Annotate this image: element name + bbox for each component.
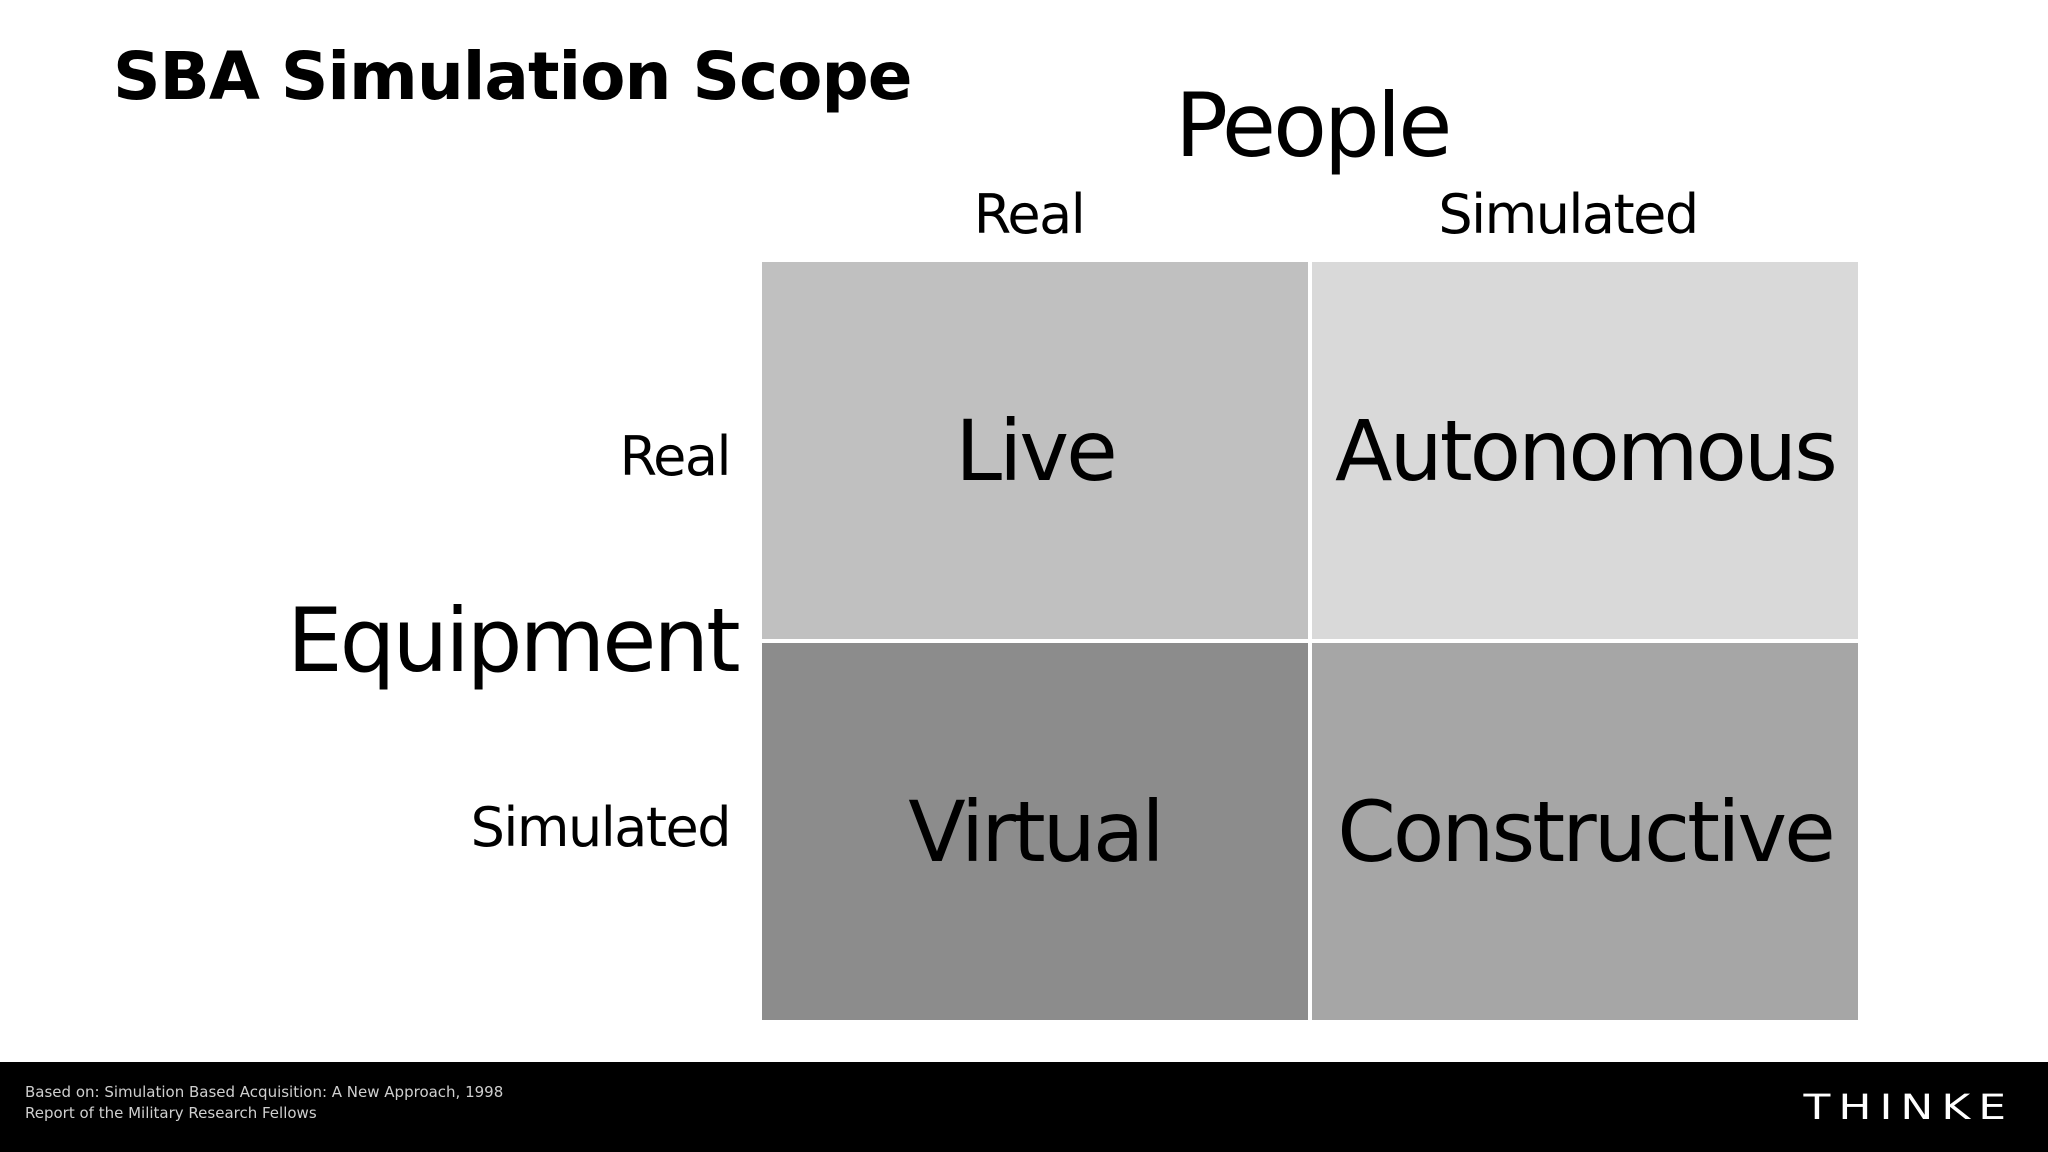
column-label-real: Real xyxy=(973,183,1086,246)
row-label-simulated: Simulated xyxy=(470,796,732,859)
cell-live: Live xyxy=(762,262,1308,639)
simulation-matrix: Live Autonomous Virtual Constructive xyxy=(762,262,1858,1022)
cell-constructive: Constructive xyxy=(1312,643,1858,1020)
cell-autonomous: Autonomous xyxy=(1312,262,1858,639)
source-note: Based on: Simulation Based Acquisition: … xyxy=(25,1082,503,1124)
source-note-line2: Report of the Military Research Fellows xyxy=(25,1104,317,1122)
people-axis-label: People xyxy=(1175,74,1452,177)
column-label-simulated: Simulated xyxy=(1438,183,1699,246)
slide-title: SBA Simulation Scope xyxy=(113,38,912,115)
source-note-line1: Based on: Simulation Based Acquisition: … xyxy=(25,1083,504,1101)
footer-bar: Based on: Simulation Based Acquisition: … xyxy=(0,1062,2048,1152)
equipment-axis-label: Equipment xyxy=(287,589,741,692)
company-logo: THINKE xyxy=(1803,1088,2014,1128)
row-label-real: Real xyxy=(619,425,732,488)
cell-virtual: Virtual xyxy=(762,643,1308,1020)
